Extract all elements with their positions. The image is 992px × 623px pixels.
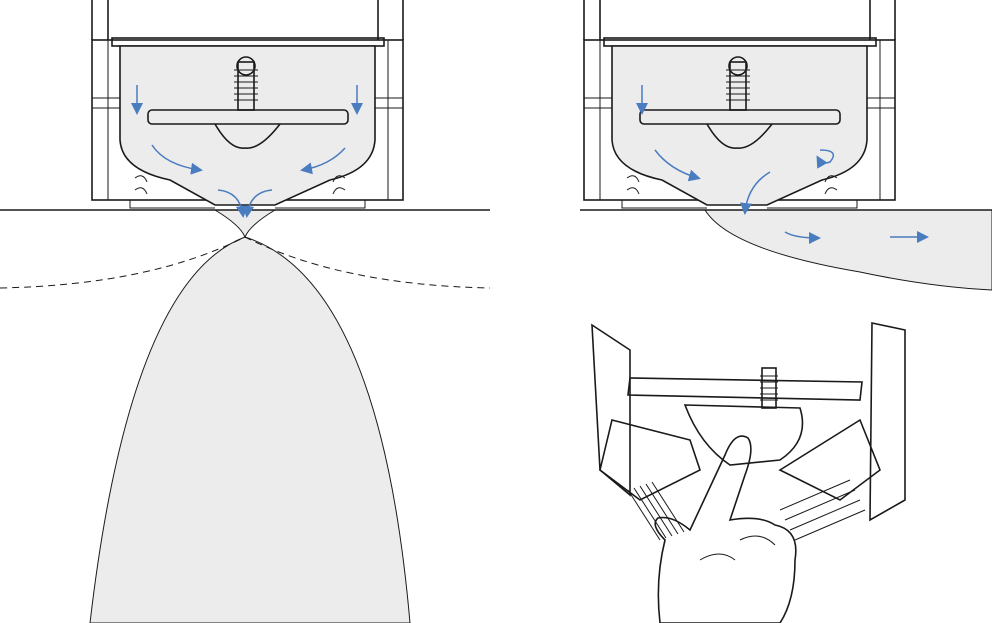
ceiling-spread-boundary bbox=[0, 236, 491, 289]
heat-sink-fins-left bbox=[627, 481, 685, 541]
horizontal-air-stream bbox=[704, 209, 992, 291]
hand bbox=[654, 435, 797, 623]
manual-adjustment-illustration bbox=[591, 322, 906, 623]
diffuser-section bbox=[583, 0, 896, 209]
heat-sink-fins-right bbox=[779, 479, 866, 541]
flow-arrows bbox=[636, 85, 929, 244]
jet-plume bbox=[89, 209, 411, 623]
horizontal-jet-panel bbox=[580, 0, 992, 291]
flow-arrows bbox=[131, 85, 363, 218]
vertical-jet-panel bbox=[0, 0, 491, 623]
